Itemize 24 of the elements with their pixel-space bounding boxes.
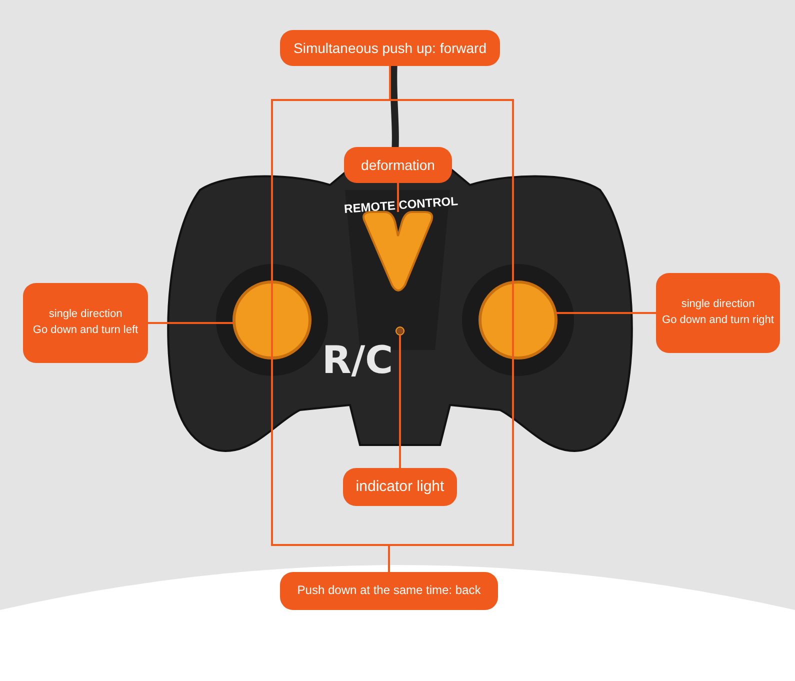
- callout-text: Go down and turn right: [662, 313, 774, 328]
- callout-text: Push down at the same time: back: [297, 582, 481, 600]
- leader-line: [397, 183, 399, 212]
- callout-text: Go down and turn left: [32, 323, 138, 338]
- callout-box: [280, 30, 500, 66]
- callout-text: deformation: [361, 156, 435, 175]
- bracket-frame: [271, 99, 514, 546]
- callout-box: [280, 572, 498, 610]
- callout-text: single direction: [48, 307, 122, 322]
- leader-line: [556, 312, 656, 314]
- joystick: [478, 280, 558, 360]
- callout-text: indicator light: [356, 477, 444, 498]
- callout-text: Simultaneous push up: forward: [294, 38, 486, 58]
- leader-line: [388, 545, 390, 572]
- callout-text: single direction: [681, 297, 755, 312]
- leader-line: [389, 66, 391, 100]
- joystick: [232, 280, 312, 360]
- callout-box: [656, 273, 780, 353]
- panel-lettering: REMOTE CONTROL: [344, 194, 458, 216]
- leader-line: [148, 322, 234, 324]
- leader-line: [399, 335, 401, 468]
- rc-lettering: R/C: [322, 338, 394, 382]
- callout-box: [23, 283, 148, 363]
- v-button: [362, 211, 434, 292]
